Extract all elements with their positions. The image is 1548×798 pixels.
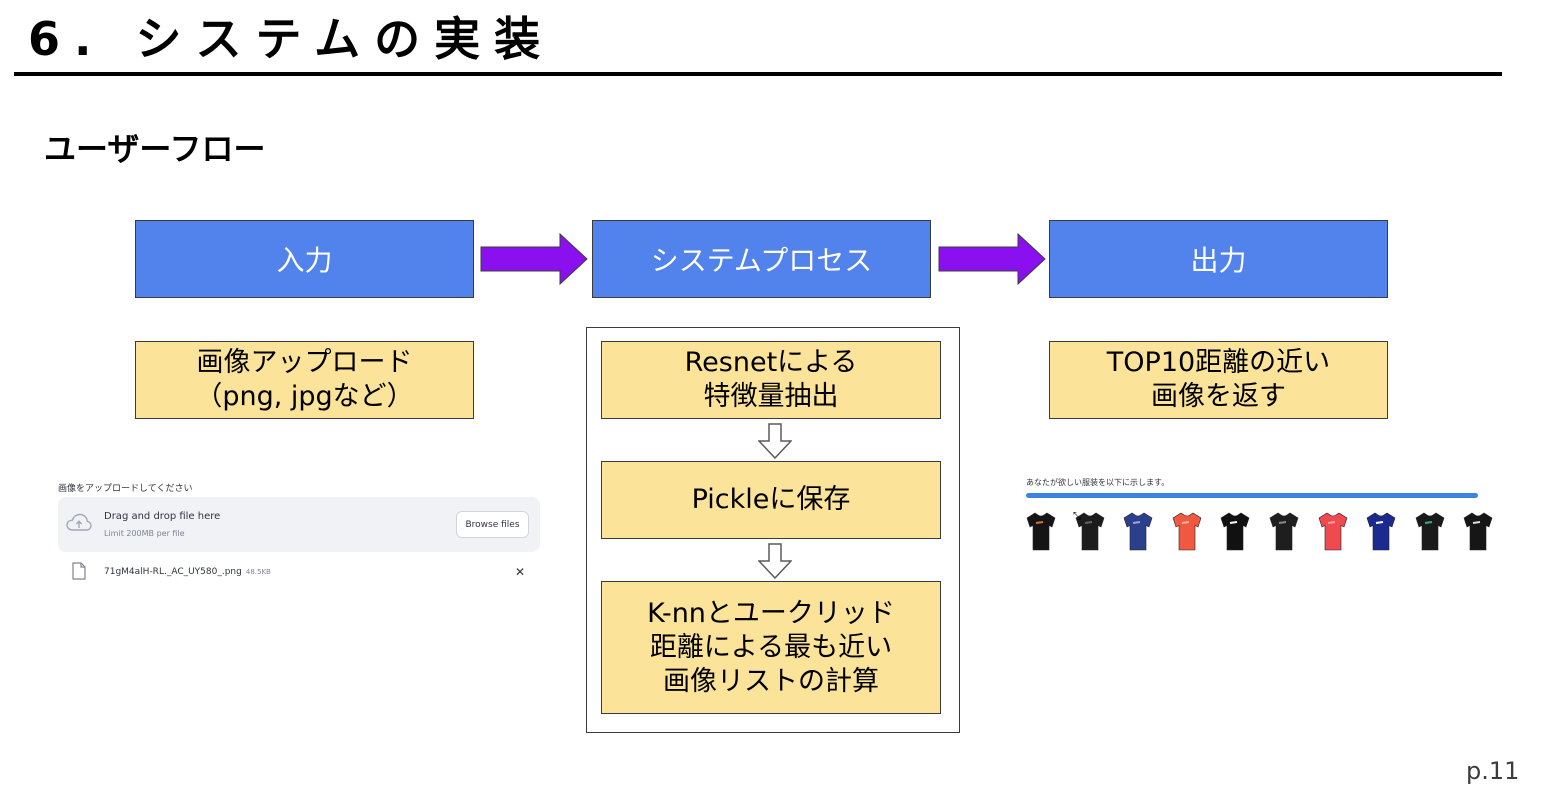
title-underline <box>14 72 1502 76</box>
output-note: TOP10距離の近い 画像を返す <box>1049 341 1388 419</box>
result-shirt-image[interactable] <box>1366 510 1396 556</box>
file-icon <box>72 562 86 584</box>
results-label: あなたが欲しい服装を以下に示します。 <box>1026 478 1170 487</box>
result-shirt-image[interactable] <box>1220 510 1250 556</box>
step-line: K-nnとユークリッド <box>647 597 895 629</box>
step-line: Pickleに保存 <box>691 484 851 515</box>
upload-label: 画像をアップロードしてください <box>58 484 193 494</box>
result-shirt-image[interactable] <box>1075 510 1105 556</box>
uploaded-file-name: 71gM4alH-RL._AC_UY580_.png <box>104 567 242 577</box>
file-limit-text: Limit 200MB per file <box>104 529 185 538</box>
result-shirt-image[interactable] <box>1172 510 1202 556</box>
results-progress-bar <box>1026 493 1478 498</box>
input-note: 画像アップロード （png, jpgなど） <box>135 341 474 419</box>
down-arrow-icon <box>758 543 792 579</box>
drag-drop-text: Drag and drop file here <box>104 511 221 522</box>
process-step-feature-extraction: Resnetによる 特徴量抽出 <box>601 341 941 419</box>
slide-title: 6. システムの実装 <box>28 12 555 66</box>
flow-arrow-right <box>480 233 588 285</box>
stage-input: 入力 <box>135 220 474 298</box>
result-shirt-image[interactable] <box>1415 510 1445 556</box>
step-line: 画像リストの計算 <box>663 665 879 697</box>
result-shirt-image[interactable] <box>1463 510 1493 556</box>
expand-icon[interactable]: ⤡ <box>1073 511 1081 522</box>
note-line: 画像を返す <box>1150 381 1286 412</box>
down-arrow-icon <box>758 423 792 459</box>
stage-output: 出力 <box>1049 220 1388 298</box>
result-shirt-image[interactable] <box>1269 510 1299 556</box>
step-line: 距離による最も近い <box>649 631 893 663</box>
process-step-knn: K-nnとユークリッド 距離による最も近い 画像リストの計算 <box>601 581 941 714</box>
page-number: p.11 <box>1466 757 1520 785</box>
cloud-upload-icon <box>66 513 92 537</box>
close-icon[interactable]: ✕ <box>515 565 526 579</box>
process-step-pickle-save: Pickleに保存 <box>601 461 941 539</box>
result-shirt-image[interactable] <box>1123 510 1153 556</box>
result-shirt-image[interactable] <box>1026 510 1056 556</box>
result-shirt-image[interactable] <box>1318 510 1348 556</box>
step-line: Resnetによる <box>684 347 858 378</box>
step-line: 特徴量抽出 <box>703 381 839 412</box>
flow-arrow-right <box>938 233 1046 285</box>
browse-files-button[interactable]: Browse files <box>456 511 529 538</box>
note-line: TOP10距離の近い <box>1106 347 1331 378</box>
stage-system-process: システムプロセス <box>592 220 931 298</box>
uploaded-file-size: 48.5KB <box>245 568 271 576</box>
note-line: 画像アップロード <box>196 347 413 378</box>
section-subtitle: ユーザーフロー <box>44 130 266 168</box>
note-line: （png, jpgなど） <box>195 381 414 412</box>
